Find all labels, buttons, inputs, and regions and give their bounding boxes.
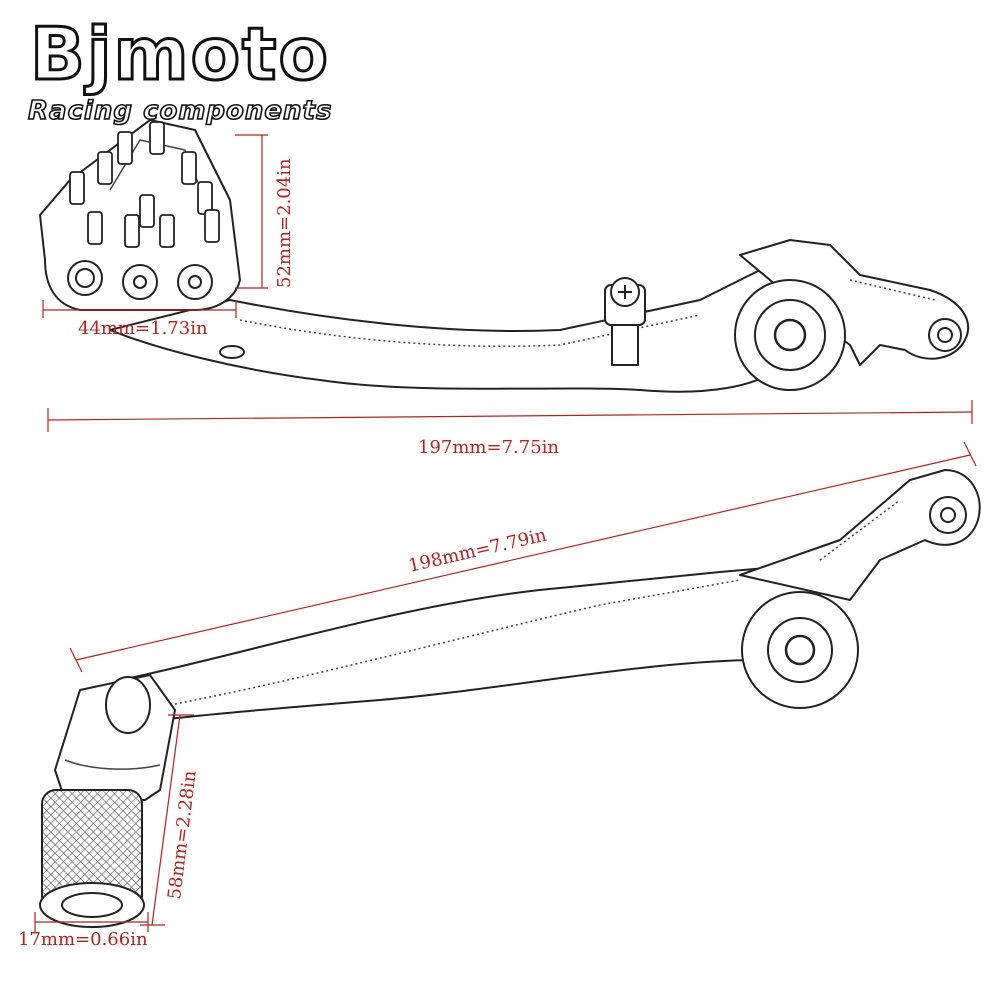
brake-length-label: 197mm=7.75in bbox=[418, 437, 559, 458]
pad-height-label: 52mm=2.04in bbox=[274, 158, 295, 288]
brake-rear-bracket bbox=[739, 239, 970, 366]
shift-lever bbox=[39, 469, 981, 928]
pad-width-label: 44mm=1.73in bbox=[78, 318, 208, 339]
shift-upper-bracket bbox=[739, 469, 981, 601]
shift-length-label: 198mm=7.79in bbox=[406, 525, 549, 577]
pad-pins bbox=[69, 121, 220, 248]
brake-pedal bbox=[39, 119, 970, 393]
brand-logo: Bjmoto bbox=[29, 12, 330, 96]
brake-dimension-lines bbox=[42, 134, 973, 432]
peg-diameter-label: 17mm=0.66in bbox=[18, 929, 148, 950]
shift-dimension-lines bbox=[34, 441, 977, 932]
shift-arm bbox=[89, 564, 831, 731]
brand-tagline: Racing components bbox=[27, 96, 333, 126]
